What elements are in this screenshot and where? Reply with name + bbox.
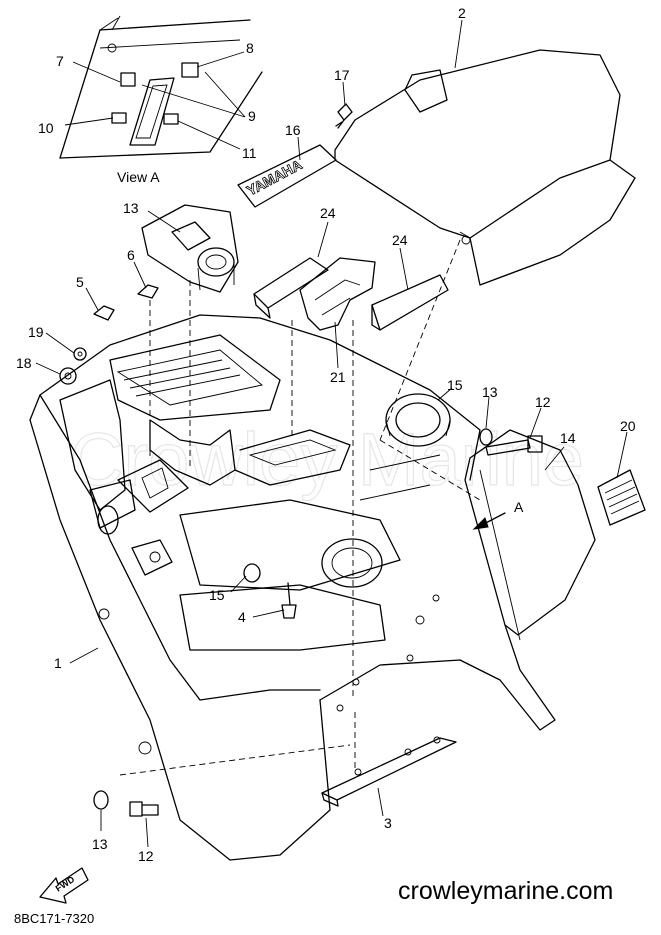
callout-12-right: 12 xyxy=(535,394,551,410)
callout-3: 3 xyxy=(384,815,392,831)
callout-24-right: 24 xyxy=(392,232,408,248)
part-2-lid xyxy=(334,49,636,286)
part-20-grommet xyxy=(59,367,77,385)
diagram-code: 8BC171-7320 xyxy=(14,911,95,926)
part-16-panel xyxy=(464,429,596,641)
part-5-clip xyxy=(93,305,115,321)
part-6-clip xyxy=(137,284,159,299)
callout-14: 13 xyxy=(123,200,139,216)
callout-8: 8 xyxy=(246,40,254,56)
part-12-bolt-left xyxy=(129,801,159,817)
decal-10-icon xyxy=(111,112,127,124)
part-13-washer-right xyxy=(479,428,493,446)
part-17-plug xyxy=(243,563,261,583)
callout-1: 1 xyxy=(54,655,62,671)
part-19-screw xyxy=(335,103,353,129)
part-23-holder xyxy=(299,257,376,331)
part-24-bracket-right xyxy=(371,274,449,331)
part-21-nut xyxy=(73,347,87,361)
callout-13-right: 13 xyxy=(482,384,498,400)
callout-24-left: 24 xyxy=(320,205,336,221)
callout-10: 10 xyxy=(38,120,54,136)
leader-lines xyxy=(35,19,628,848)
part-24-bracket-left xyxy=(253,257,329,319)
part-1-console xyxy=(29,314,556,861)
callout-6: 6 xyxy=(127,247,135,263)
decal-7-icon xyxy=(120,72,136,87)
view-a-label: View A xyxy=(117,169,160,185)
part-3-plate xyxy=(321,736,457,807)
callout-19: 17 xyxy=(334,67,350,83)
callout-16: 14 xyxy=(560,430,576,446)
callout-18: 16 xyxy=(285,122,301,138)
part-13-washer-left xyxy=(93,790,109,810)
callout-9: 9 xyxy=(248,108,256,124)
callout-11: 11 xyxy=(242,145,257,161)
view-a-inset xyxy=(59,15,263,159)
view-a-arrow-label: A xyxy=(514,499,524,515)
fwd-arrow-icon: FWD xyxy=(39,867,89,904)
part-15-ring xyxy=(385,393,451,447)
callout-12-left: 12 xyxy=(138,848,154,864)
callout-21: 19 xyxy=(28,324,44,340)
callout-2: 2 xyxy=(458,5,466,21)
decal-11-icon xyxy=(163,113,179,125)
callout-13-left: 13 xyxy=(92,836,108,852)
callout-20: 18 xyxy=(16,355,32,371)
decal-8-icon xyxy=(181,62,199,78)
callout-7: 7 xyxy=(56,53,64,69)
callout-15: 15 xyxy=(447,377,463,393)
callout-5: 5 xyxy=(76,274,84,290)
callout-17: 15 xyxy=(209,587,225,603)
part-22-label xyxy=(597,469,646,526)
callout-22: 20 xyxy=(620,418,636,434)
website-credit: crowleymarine.com xyxy=(398,877,614,905)
callout-4: 4 xyxy=(238,609,246,625)
part-12-bolt-right xyxy=(485,435,543,456)
watermark: Crowley Marine xyxy=(70,418,584,501)
fwd-label: FWD xyxy=(54,874,77,894)
callout-23: 21 xyxy=(330,369,346,385)
part-14-cupholder xyxy=(141,204,239,293)
part-4-pin xyxy=(281,582,297,619)
